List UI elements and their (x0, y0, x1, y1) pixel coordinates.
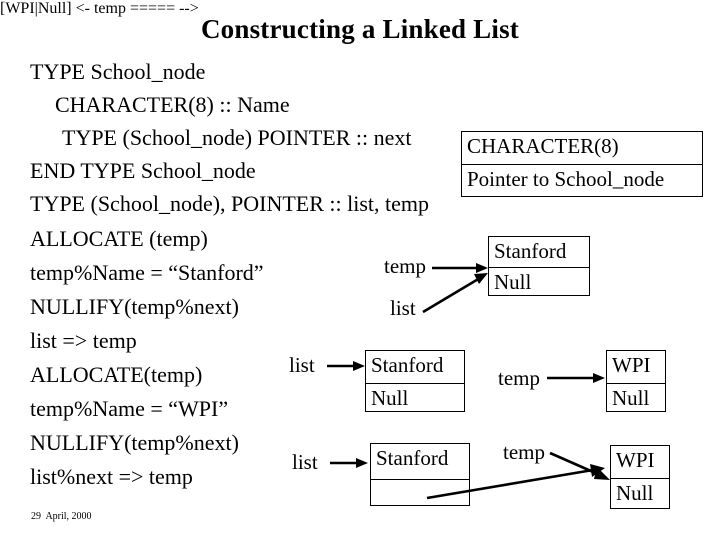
legend-node-box: CHARACTER(8) Pointer to School_node (461, 131, 703, 197)
legend-name-field: CHARACTER(8) (462, 132, 702, 165)
stage3-node-first-name: Stanford (371, 444, 469, 480)
stage2-node-second-box: WPI Null (606, 350, 666, 412)
code-line-5: TYPE (School_node), POINTER :: list, tem… (30, 191, 430, 216)
stage2-node-first-box: Stanford Null (365, 350, 465, 412)
code-line-9: list => temp (30, 328, 137, 353)
code-line-2: CHARACTER(8) :: Name (55, 92, 290, 117)
stage1-temp-label: temp (384, 254, 426, 278)
stage3-temp-label: temp (503, 440, 545, 464)
stage3-node-second-next: Null (616, 481, 654, 505)
code-line-8: NULLIFY(temp%next) (30, 294, 239, 319)
code-line-12: NULLIFY(temp%next) (30, 430, 239, 455)
stage2-temp-arrow (547, 373, 605, 383)
page-title: Constructing a Linked List (200, 14, 519, 44)
stage1-node-name: Stanford (489, 237, 589, 268)
stage2-temp-label: temp (498, 366, 540, 390)
stage2-list-arrow (327, 361, 365, 371)
stage2-node-second-next: Null (612, 386, 650, 410)
stage1-node-box: Stanford Null (488, 236, 590, 296)
stage1-node-next: Null (494, 270, 532, 294)
legend-next-field: Pointer to School_node (467, 167, 665, 191)
stage3-list-label: list (292, 450, 318, 474)
code-line-1: TYPE School_node (30, 59, 206, 84)
stage2-node-first-next: Null (371, 386, 409, 410)
stage2-node-second-name: WPI (607, 351, 665, 384)
stage1-list-label: list (390, 296, 416, 320)
code-line-7: temp%Name = “Stanford” (30, 260, 264, 285)
code-line-10: ALLOCATE(temp) (30, 362, 203, 387)
code-line-13: list%next => temp (30, 464, 193, 489)
stage3-node-second-box: WPI Null (610, 445, 670, 509)
stage1-list-arrow (422, 273, 488, 314)
stage1-temp-arrow (432, 263, 488, 273)
stage3-node-second-name: WPI (611, 446, 669, 479)
code-line-6: ALLOCATE (temp) (30, 226, 208, 251)
stage2-node-first-name: Stanford (366, 351, 464, 384)
stage2-list-label: list (289, 353, 315, 377)
stage3-temp-arrow (549, 451, 610, 480)
stage3-node-first-box: Stanford (370, 443, 470, 506)
stage3-list-arrow (330, 458, 368, 468)
code-line-4: END TYPE School_node (30, 158, 256, 183)
code-line-3: TYPE (School_node) POINTER :: next (62, 125, 412, 150)
code-line-11: temp%Name = “WPI” (30, 396, 229, 421)
slide-date-footer: 29 April, 2000 (31, 511, 92, 522)
